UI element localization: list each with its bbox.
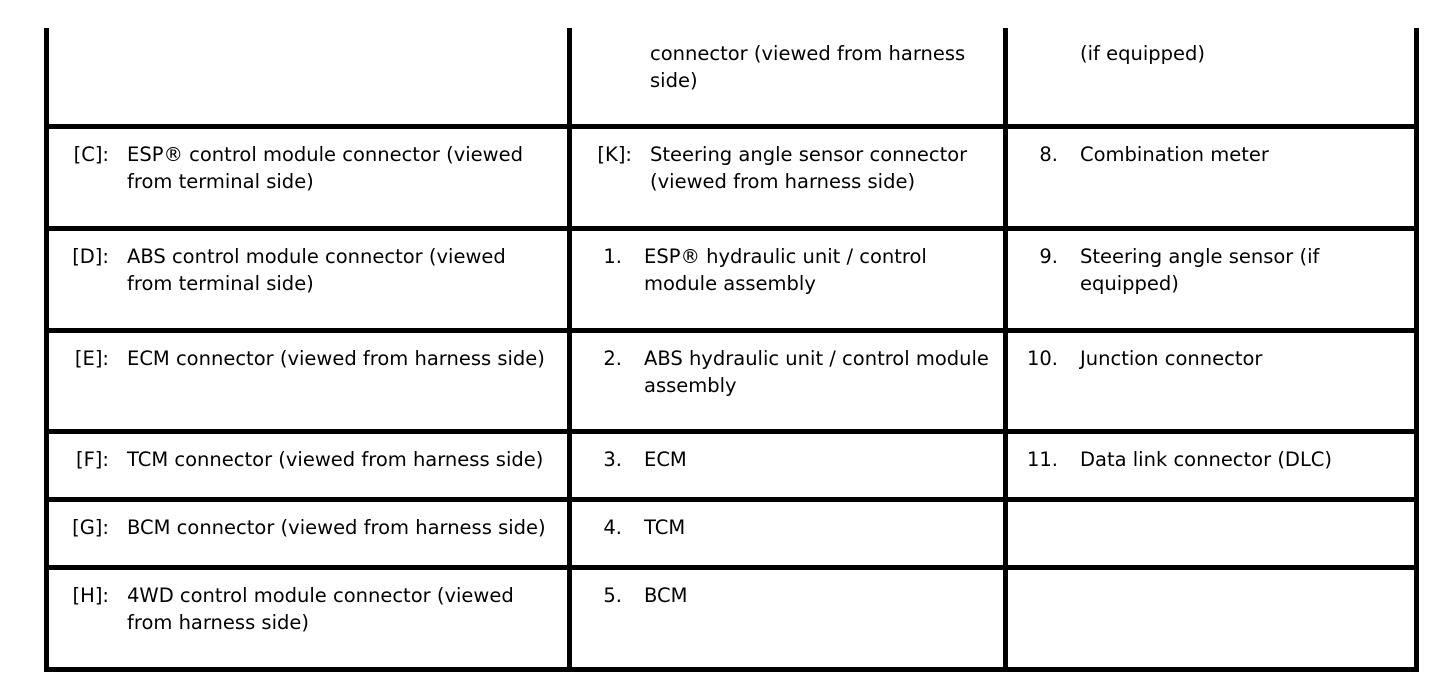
table-cell-left: [F]: TCM connector (viewed from harness … — [46, 429, 572, 500]
table-cell-middle: 2. ABS hydraulic unit / control module a… — [569, 327, 1008, 432]
cell-description: ABS hydraulic unit / control module asse… — [644, 346, 989, 397]
cell-content: connector (viewed from harness side) — [572, 28, 1003, 104]
cell-key: 11. — [1026, 448, 1058, 472]
table-cell-left: [G]: BCM connector (viewed from harness … — [46, 497, 572, 568]
cell-content-empty — [1008, 570, 1414, 592]
cell-description: Junction connector — [1080, 346, 1263, 370]
cell-content: 9. Steering angle sensor (if equipped) — [1008, 231, 1414, 307]
table-cell-right: (if equipped) — [1005, 28, 1417, 127]
cell-description: connector (viewed from harness side) — [650, 42, 966, 92]
cell-key: 8. — [1039, 143, 1058, 167]
cell-content: [K]: Steering angle sensor connector (vi… — [572, 129, 1003, 205]
table-cell-middle: 1. ESP® hydraulic unit / control module … — [569, 225, 1008, 331]
cell-content: [H]: 4WD control module connector (viewe… — [49, 570, 567, 646]
cell-key: 9. — [1039, 244, 1058, 268]
table-row: [C]: ESP® control module connector (view… — [46, 124, 1417, 229]
connector-legend-table: connector (viewed from harness side) (if… — [44, 28, 1419, 672]
table-row: connector (viewed from harness side) (if… — [46, 28, 1417, 127]
cell-description: (if equipped) — [1080, 42, 1205, 65]
cell-description: 4WD control module connector (viewed fro… — [127, 584, 514, 635]
cell-content: 1. ESP® hydraulic unit / control module … — [572, 231, 1003, 307]
table-row: [D]: ABS control module connector (viewe… — [46, 225, 1417, 331]
cell-key: 3. — [603, 448, 622, 472]
table-row: [H]: 4WD control module connector (viewe… — [46, 565, 1417, 670]
cell-description: TCM — [644, 516, 686, 540]
cell-description: ABS control module connector (viewed fro… — [127, 244, 506, 295]
table-cell-left: [C]: ESP® control module connector (view… — [46, 124, 572, 229]
table-cell-middle: 5. BCM — [569, 565, 1008, 670]
cell-content: 3. ECM — [572, 434, 1003, 483]
table-cell-right: 11. Data link connector (DLC) — [1005, 429, 1417, 500]
cell-content: 2. ABS hydraulic unit / control module a… — [572, 333, 1003, 409]
cell-key: [C]: — [73, 143, 109, 167]
cell-description: ESP® hydraulic unit / control module ass… — [644, 244, 927, 295]
cell-key: 10. — [1026, 346, 1058, 370]
table-cell-middle: [K]: Steering angle sensor connector (vi… — [569, 124, 1008, 229]
cell-key: [K]: — [597, 143, 632, 167]
cell-key: 1. — [603, 244, 622, 268]
cell-content: [D]: ABS control module connector (viewe… — [49, 231, 567, 307]
cell-description: Combination meter — [1080, 143, 1269, 167]
cell-description: ECM connector (viewed from harness side) — [127, 346, 545, 370]
cell-content — [49, 28, 567, 50]
table-cell-left: [E]: ECM connector (viewed from harness … — [46, 327, 572, 432]
cell-description: TCM connector (viewed from harness side) — [127, 448, 544, 472]
cell-key: 4. — [603, 516, 622, 540]
table-cell-right: 9. Steering angle sensor (if equipped) — [1005, 225, 1417, 331]
cell-content: [E]: ECM connector (viewed from harness … — [49, 333, 567, 382]
cell-key: [H]: — [72, 584, 109, 608]
table-cell-left: [H]: 4WD control module connector (viewe… — [46, 565, 572, 670]
cell-description: ESP® control module connector (viewed fr… — [127, 143, 523, 194]
cell-description: Steering angle sensor (if equipped) — [1080, 244, 1320, 295]
cell-content: (if equipped) — [1008, 28, 1414, 77]
cell-key: [E]: — [74, 346, 109, 370]
table-cell-middle: 3. ECM — [569, 429, 1008, 500]
table-row: [G]: BCM connector (viewed from harness … — [46, 497, 1417, 568]
cell-content: 8. Combination meter — [1008, 129, 1414, 178]
cell-content: 5. BCM — [572, 570, 1003, 619]
table-cell-left — [46, 28, 572, 127]
table-cell-middle: 4. TCM — [569, 497, 1008, 568]
cell-key: 5. — [603, 584, 622, 608]
table-cell-right: 8. Combination meter — [1005, 124, 1417, 229]
cell-description: BCM — [644, 584, 688, 608]
cell-description: Steering angle sensor connector (viewed … — [650, 143, 968, 194]
cell-key: [D]: — [72, 244, 109, 268]
cell-content: [G]: BCM connector (viewed from harness … — [49, 502, 567, 551]
cell-content: 10. Junction connector — [1008, 333, 1414, 382]
table-row: [E]: ECM connector (viewed from harness … — [46, 327, 1417, 432]
cell-content: 4. TCM — [572, 502, 1003, 551]
cell-content: [F]: TCM connector (viewed from harness … — [49, 434, 567, 483]
cell-key: [F]: — [75, 448, 109, 472]
cell-content-empty — [1008, 502, 1414, 524]
cell-key: [G]: — [72, 516, 109, 540]
table-cell-right: 10. Junction connector — [1005, 327, 1417, 432]
table-cell-right-empty — [1005, 565, 1417, 670]
table-cell-middle: connector (viewed from harness side) — [569, 28, 1008, 127]
cell-description: Data link connector (DLC) — [1080, 448, 1333, 472]
cell-key: 2. — [603, 346, 622, 370]
table-cell-left: [D]: ABS control module connector (viewe… — [46, 225, 572, 331]
table-row: [F]: TCM connector (viewed from harness … — [46, 429, 1417, 500]
cell-content: 11. Data link connector (DLC) — [1008, 434, 1414, 483]
table-cell-right-empty — [1005, 497, 1417, 568]
cell-description: ECM — [644, 448, 687, 472]
cell-content: [C]: ESP® control module connector (view… — [49, 129, 567, 205]
cell-description: BCM connector (viewed from harness side) — [127, 516, 546, 540]
